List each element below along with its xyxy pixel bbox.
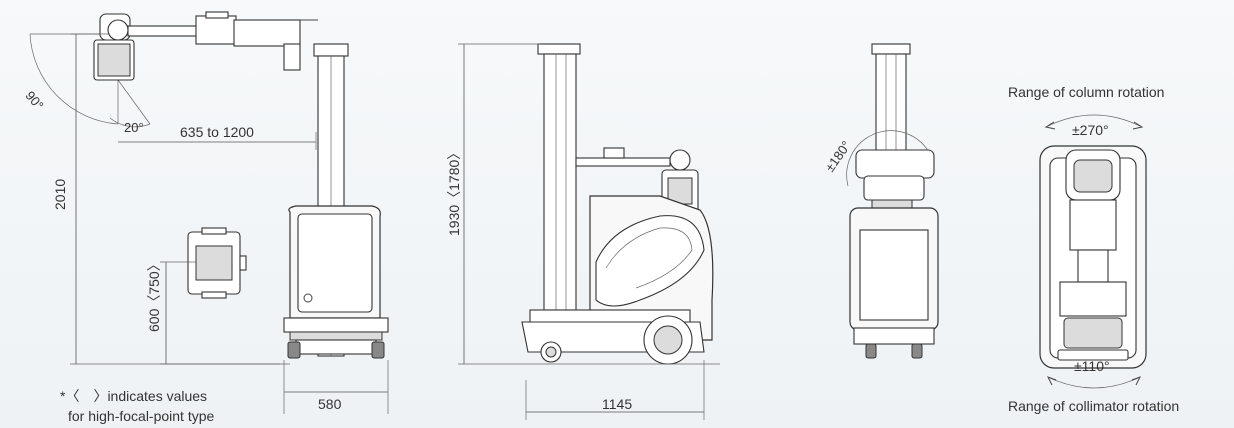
note-line-1: *〈 〉indicates values — [60, 388, 208, 404]
collimator-rotation-value: ±110° — [1074, 358, 1110, 374]
arm-reach-label: 635 to 1200 — [180, 124, 254, 140]
arc-90 — [29, 33, 119, 125]
front-view-rotation — [846, 43, 939, 359]
top-view — [1039, 114, 1147, 389]
column-rotation-value: ±270° — [1072, 122, 1109, 138]
angle-20-label: 20° — [124, 120, 144, 135]
side-view — [458, 43, 720, 420]
lower-height-label: 600〈750〉 — [146, 257, 162, 332]
collimator-rotation-arrow — [1049, 377, 1139, 389]
side-height-label: 1930〈1780〉 — [446, 145, 462, 236]
front-view-with-arm — [29, 11, 389, 414]
height-total-label: 2010 — [52, 178, 68, 210]
column-rotation-title: Range of column rotation — [1008, 84, 1165, 100]
note-line-2: for high-focal-point type — [68, 408, 215, 424]
column-rotation-arrow — [1047, 114, 1141, 127]
collimator-rotation-title: Range of collimator rotation — [1008, 398, 1180, 414]
base-width-front-label: 580 — [318, 396, 342, 412]
side-length-label: 1145 — [602, 396, 633, 412]
